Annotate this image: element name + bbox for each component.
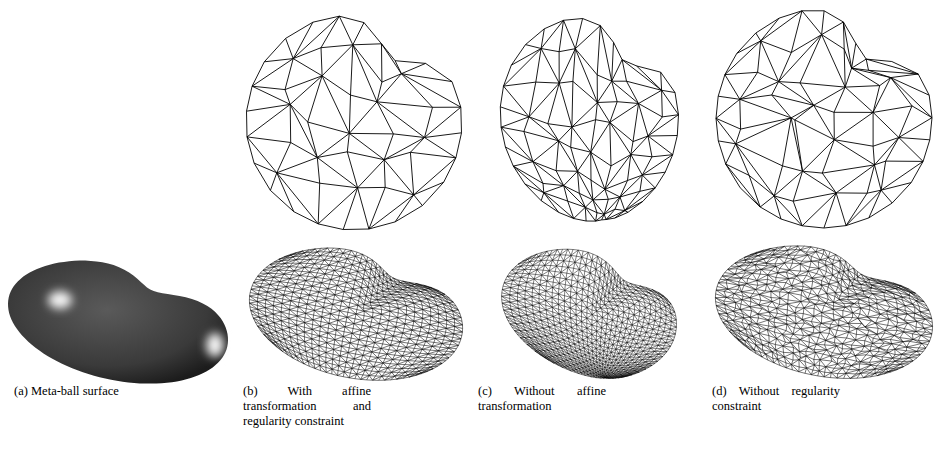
- figure-caption: (d) Without regularity constraint: [712, 384, 840, 414]
- dense-mesh: [249, 248, 462, 380]
- metaball-surface: [8, 261, 228, 384]
- figure-caption: (a) Meta-ball surface: [14, 384, 214, 399]
- coarse-mesh: [500, 19, 678, 222]
- specular-highlight: [48, 291, 72, 309]
- coarse-mesh: [247, 16, 462, 229]
- dense-mesh: [502, 249, 677, 378]
- metaball-body: [8, 261, 228, 384]
- coarse-mesh: [716, 11, 932, 228]
- mesh-wireframes: [247, 11, 933, 381]
- specular-highlight: [206, 333, 224, 357]
- dense-mesh: [715, 246, 932, 379]
- figure-caption: (b) With affine transformation and regul…: [243, 384, 371, 429]
- figure-caption: (c) Without affine transformation: [478, 384, 606, 414]
